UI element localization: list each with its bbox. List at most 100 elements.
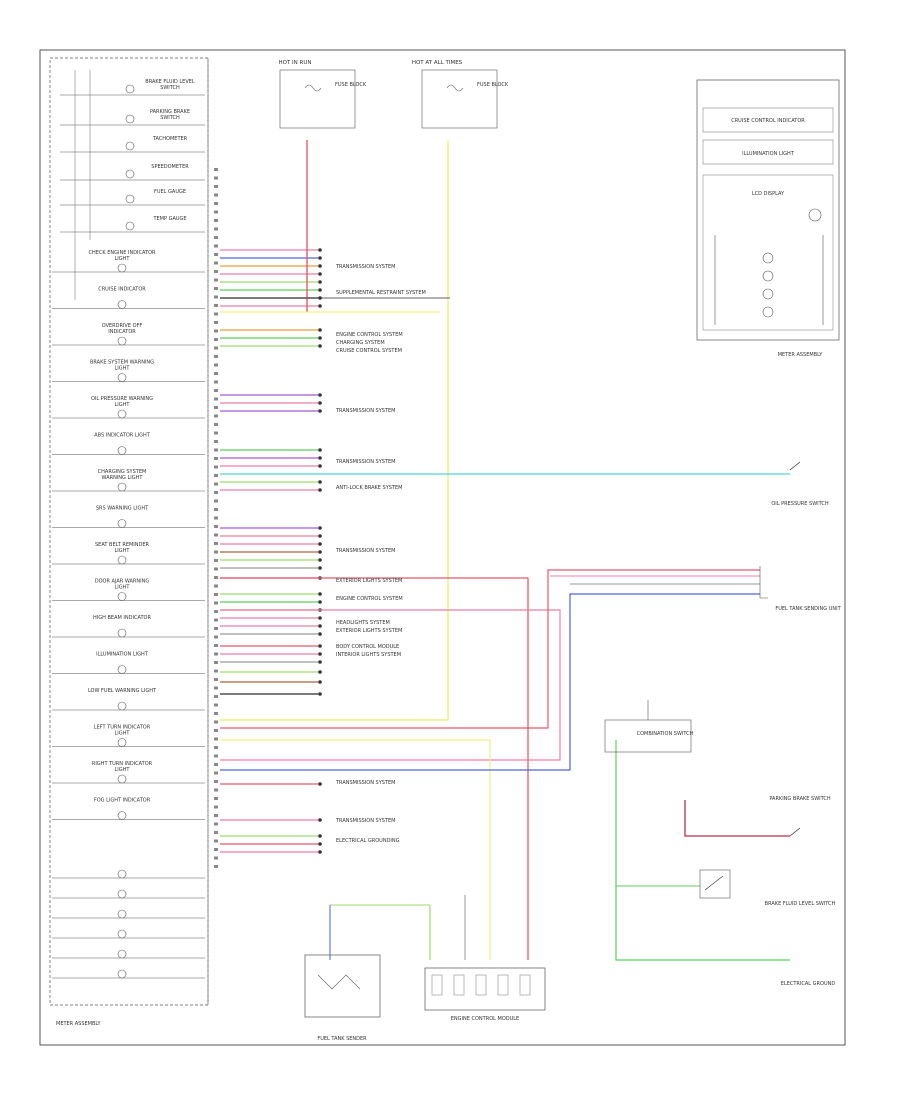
wire-terminal-dot — [318, 344, 322, 348]
bottom-component-label: FUEL TANK SENDER — [317, 1036, 367, 1042]
wire-terminal-dot — [318, 670, 322, 674]
connector-pin — [214, 618, 218, 622]
ecm-terminal — [475, 974, 487, 996]
wire-terminal-dot — [318, 448, 322, 452]
connector-pin — [214, 610, 218, 613]
connector-pin — [214, 423, 218, 426]
connector-pin — [214, 363, 218, 367]
connector-pin — [214, 278, 218, 282]
wire-terminal-dot — [318, 488, 322, 492]
right-component-label: BRAKE FLUID LEVEL SWITCH — [765, 901, 836, 907]
wire-terminal-dot — [318, 842, 322, 846]
wire-group-label: SUPPLEMENTAL RESTRAINT SYSTEM — [336, 290, 426, 296]
wire-terminal-dot — [318, 680, 322, 684]
wire-terminal-dot — [318, 692, 322, 696]
top-right-item-label: LCD DISPLAY — [752, 191, 785, 197]
connector-pin — [214, 652, 218, 656]
gauge-symbol-icon — [125, 114, 135, 124]
wire-terminal-dot — [318, 409, 322, 413]
top-right-lamp-icon — [762, 252, 774, 264]
fuse-icon — [304, 84, 322, 92]
gauge-symbol-icon — [125, 84, 135, 94]
wire-terminal-dot — [318, 393, 322, 397]
wire-group-label: INTERIOR LIGHTS SYSTEM — [336, 652, 401, 658]
fuel-sender-resistor-icon — [317, 974, 361, 990]
parking-switch-icon — [789, 827, 801, 837]
top-right-row — [702, 107, 834, 133]
wire-terminal-dot — [318, 644, 322, 648]
indicator-label: LOW FUEL WARNING LIGHT — [88, 688, 157, 694]
connector-pin — [214, 525, 218, 528]
connector-pin — [214, 321, 218, 324]
wire-group-label: TRANSMISSION SYSTEM — [335, 818, 395, 824]
indicator-lamp-icon — [117, 592, 127, 601]
fuel-tank-blue-wire — [220, 593, 760, 771]
connector-pin — [214, 559, 218, 562]
wire-terminal-dot — [318, 336, 322, 340]
wire-terminal-dot — [318, 526, 322, 530]
right-component-label: FUEL TANK SENDING UNIT — [775, 606, 841, 612]
connector-pin — [214, 236, 218, 239]
connector-pin — [214, 431, 218, 435]
wire-group-label: ENGINE CONTROL SYSTEM — [336, 332, 403, 338]
connector-pin — [214, 865, 218, 868]
gauge-symbol-icon — [125, 169, 135, 179]
connector-pin — [214, 397, 218, 401]
fuse-icon — [446, 84, 464, 92]
fuel-tank-red-wire — [220, 569, 760, 729]
bottom-component-group: FUEL TANK SENDER ENGINE CONTROL MODULE — [304, 954, 546, 1042]
connector-pin — [214, 312, 218, 316]
wire-terminal-dot — [318, 782, 322, 786]
connector-pin-column — [214, 168, 218, 868]
connector-pin — [214, 499, 218, 503]
indicator-lamp-icon — [117, 701, 127, 711]
wire-terminal-dot — [318, 256, 322, 260]
connector-pin — [214, 627, 218, 630]
ecm-terminal — [431, 974, 443, 996]
connector-pin — [214, 584, 218, 588]
connector-pin — [214, 168, 218, 171]
indicator-label: CRUISE INDICATOR — [98, 287, 146, 293]
wire-terminal-dot — [318, 616, 322, 620]
gauge-label: TACHOMETER — [152, 136, 188, 142]
connector-pin — [214, 295, 218, 299]
indicator-label: ILLUMINATION LIGHT — [96, 652, 149, 658]
connector-pin — [214, 304, 218, 307]
wire-group-label: ELECTRICAL GROUNDING — [336, 838, 400, 844]
connector-pin — [214, 601, 218, 605]
connector-pin — [214, 754, 218, 758]
wire-terminal-dot — [318, 600, 322, 604]
wire-group-label: TRANSMISSION SYSTEM — [335, 548, 395, 554]
connector-pin — [214, 176, 218, 180]
connector-pin — [214, 482, 218, 486]
top-right-outline — [696, 79, 840, 341]
wire-terminal-dot — [318, 850, 322, 854]
wire-terminal-dot — [318, 272, 322, 276]
connector-pin — [214, 593, 218, 596]
parking-brake-wire — [684, 800, 790, 837]
connector-pin — [214, 465, 218, 469]
fuse-box-title: HOT IN RUN — [278, 60, 311, 66]
wire-terminal-dot — [318, 248, 322, 252]
connector-pin — [214, 355, 218, 358]
connector-pin — [214, 253, 218, 256]
indicator-lamp-icon — [117, 774, 127, 784]
battery-feed-wire — [220, 140, 449, 721]
connector-pin — [214, 508, 218, 511]
connector-pin — [214, 686, 218, 690]
connector-pin — [214, 567, 218, 571]
bottom-component-label: ENGINE CONTROL MODULE — [451, 1016, 519, 1022]
connector-pin — [214, 712, 218, 715]
wire-terminal-dot — [318, 818, 322, 822]
indicator-lamp-icon — [117, 263, 127, 273]
indicator-lamp-icon — [117, 336, 127, 346]
connector-pin — [214, 720, 218, 724]
top-right-lamp-icon — [762, 288, 774, 300]
